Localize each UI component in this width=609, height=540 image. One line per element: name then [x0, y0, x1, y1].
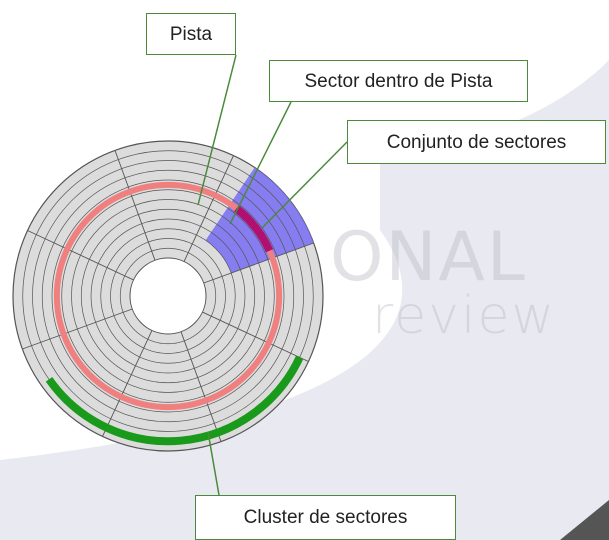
- track-ring: [71, 199, 265, 393]
- track-ring: [110, 238, 226, 354]
- watermark-line1: ONAL: [330, 218, 527, 297]
- label-conjunto-de-sectores: Conjunto de sectores: [347, 120, 606, 164]
- track-ring: [119, 247, 217, 345]
- leader-sector: [229, 101, 292, 225]
- leader-pista: [197, 54, 237, 206]
- label-sector-dentro-de-pista: Sector dentro de Pista: [269, 60, 528, 102]
- track-ring: [61, 189, 275, 403]
- sector-boundary: [22, 308, 133, 350]
- hard-disk-platter: [12, 140, 324, 452]
- sector-boundary: [180, 331, 222, 442]
- sector-boundary: [203, 242, 314, 284]
- track-ring: [80, 208, 256, 384]
- sector-boundary: [27, 230, 134, 281]
- leader-lines: [197, 54, 348, 496]
- cluster-arc: [45, 355, 304, 446]
- sector-boundary: [114, 150, 156, 261]
- sector-boundary: [102, 330, 153, 437]
- label-pista: Pista: [146, 13, 236, 55]
- leader-conjunto: [261, 141, 348, 229]
- track-ring: [100, 228, 236, 364]
- label-cluster-de-sectores: Cluster de sectores: [195, 495, 456, 540]
- bottom-corner-shade: [560, 500, 609, 540]
- track-ring: [32, 160, 304, 432]
- leader-cluster: [207, 431, 220, 496]
- sector-boundary: [183, 155, 234, 262]
- track-ring: [90, 218, 246, 374]
- sector-boundary: [202, 311, 309, 362]
- sector-set-wedge: [205, 167, 314, 273]
- spindle-hole: [129, 257, 207, 335]
- highlighted-track: [53, 181, 283, 411]
- watermark-line2: review: [372, 286, 556, 346]
- track-ring: [51, 179, 285, 413]
- sector-in-track: [233, 205, 274, 253]
- track-ring: [41, 169, 295, 423]
